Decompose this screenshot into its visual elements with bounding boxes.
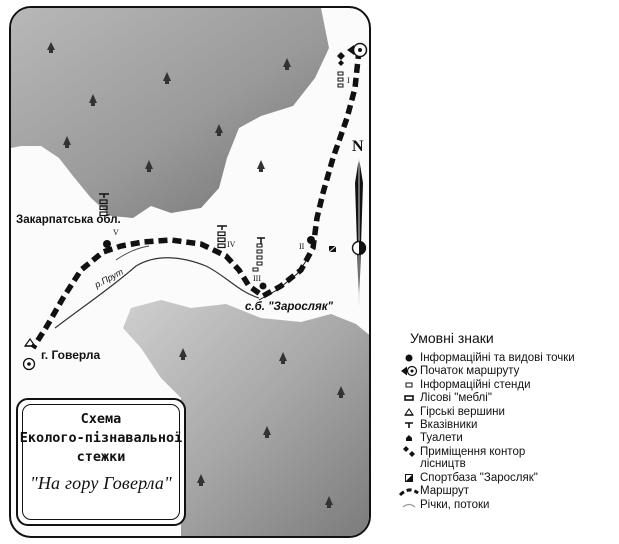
tree-icon xyxy=(145,160,153,172)
info-stand-icon xyxy=(398,379,420,391)
map-frame: Закарпатська обл. г. Говерла с.б. "Зарос… xyxy=(9,6,371,538)
stop-label: V xyxy=(113,228,119,237)
trail-name: "На гору Говерла" xyxy=(30,473,172,493)
legend-item-sports-base: Спортбаза "Заросляк" xyxy=(398,472,613,485)
peak-label: г. Говерла xyxy=(41,348,101,362)
legend-label-continued: лісництв xyxy=(420,457,466,470)
legend: Умовні знаки Інформаційні та видові точк… xyxy=(398,330,613,512)
mountain-peak-icon xyxy=(398,406,420,418)
tree-icon xyxy=(89,94,97,106)
stop-label: IV xyxy=(227,240,236,249)
legend-item-route-start: Початок маршруту xyxy=(398,365,613,378)
north-arrow xyxy=(351,158,367,308)
tree-icon xyxy=(163,72,171,84)
route-icon xyxy=(398,485,420,497)
legend-item-toilet: Туалети xyxy=(398,432,613,445)
tree-icon xyxy=(283,58,291,70)
north-label: N xyxy=(352,138,364,155)
tree-icon xyxy=(257,160,265,172)
info-point-icon xyxy=(398,352,420,364)
tree-icon xyxy=(263,426,271,438)
info-point-marker xyxy=(103,240,111,248)
forest-furniture-icon xyxy=(398,392,420,404)
info-stand-marker xyxy=(337,71,344,88)
title-box: Схема Еколого-пізнавальної стежки "На го… xyxy=(16,398,186,526)
tree-icon xyxy=(337,386,345,398)
forest-furniture-marker xyxy=(99,193,109,217)
legend-item-route: Маршрут xyxy=(398,485,613,498)
route-line xyxy=(30,49,362,350)
tree-icon xyxy=(197,474,205,486)
forester-office-marker xyxy=(337,52,345,66)
route-start-marker xyxy=(347,42,368,58)
route-inner-line xyxy=(258,253,312,301)
forest-furniture-marker xyxy=(217,225,227,249)
info-point-marker xyxy=(307,236,337,253)
legend-item-info-point: Інформаційні та видові точки xyxy=(398,352,613,365)
title-line-1: Схема xyxy=(80,411,122,427)
legend-item-info-stand: Інформаційні стенди xyxy=(398,379,613,392)
signpost-icon xyxy=(398,419,420,431)
title-line-2: Еколого-пізнавальної xyxy=(19,430,183,446)
tree-icon xyxy=(215,124,223,136)
river-tributary xyxy=(115,245,150,261)
stop-label: I xyxy=(347,76,350,85)
tree-icon xyxy=(325,496,333,508)
toilet-icon xyxy=(398,432,420,444)
title-line-3: стежки xyxy=(76,449,126,465)
legend-item-forester-office: Приміщення контор лісництв xyxy=(398,445,613,472)
legend-item-signpost: Вказівники xyxy=(398,419,613,432)
sports-base-icon xyxy=(398,472,420,484)
tree-icon xyxy=(47,42,55,53)
legend-label: Приміщення контор xyxy=(420,445,526,458)
tree-icon xyxy=(179,348,187,360)
tree-icon xyxy=(63,136,71,148)
forester-office-icon xyxy=(398,445,420,458)
stop-label: II xyxy=(299,242,305,251)
mountain-peak-marker xyxy=(22,337,37,371)
sports-base-label: с.б. "Заросляк" xyxy=(245,301,333,313)
legend-item-mountain-peak: Гірські вершини xyxy=(398,406,613,419)
legend-title: Умовні знаки xyxy=(410,330,494,346)
stop-label: III xyxy=(253,274,261,283)
legend-item-river: Річки, потоки xyxy=(398,499,613,512)
tree-icons xyxy=(47,42,345,508)
info-stand-marker xyxy=(252,243,263,272)
river-icon xyxy=(398,499,420,511)
region-label: Закарпатська обл. xyxy=(16,214,121,226)
signpost-marker xyxy=(257,237,265,244)
route-start-icon xyxy=(398,365,420,377)
river-prut xyxy=(54,257,260,329)
legend-item-forest-furniture: Лісові "меблі" xyxy=(398,392,613,405)
forest-area-north xyxy=(11,8,329,218)
tree-icon xyxy=(279,352,287,364)
info-point-marker xyxy=(259,282,267,290)
